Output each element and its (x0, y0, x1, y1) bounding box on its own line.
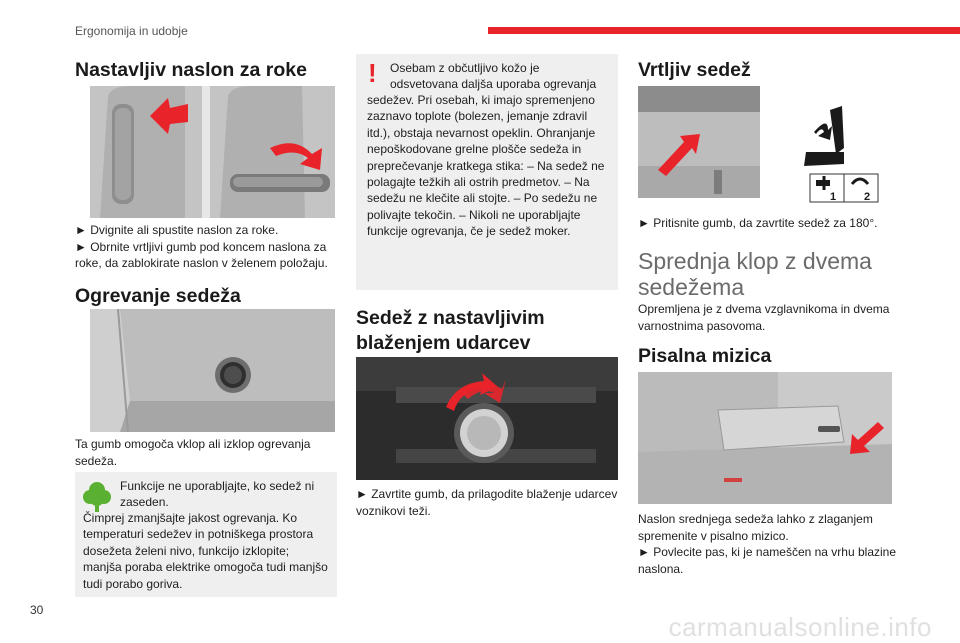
tree-icon (83, 480, 111, 519)
swivel-label-1: 1 (830, 191, 836, 203)
watermark: carmanualsonline.info (668, 612, 932, 642)
eco-note-line-1: Funkcije ne uporabljajte, ko sedež ni (120, 479, 315, 493)
desk-illustration (638, 372, 892, 504)
warning-line-1: Osebam z občutljivo kožo je (390, 61, 540, 75)
damping-knob-illustration (356, 357, 618, 480)
swivel-label-2: 2 (864, 191, 870, 203)
desk-step: ► Povlecite pas, ki je nameščen na vrhu … (638, 545, 897, 576)
warning-text: sedežev. Pri osebah, ki imajo spremenjen… (367, 93, 605, 239)
bench-title: Sprednja klop z dvema sedežema (638, 248, 872, 300)
armrest-step-2: ► Obrnite vrtljivi gumb pod koncem naslo… (75, 239, 328, 271)
armrest-title: Nastavljiv naslon za roke (75, 59, 307, 81)
heating-description: Ta gumb omogoča vklop ali izklop ogrevan… (75, 437, 311, 468)
eco-note-text: Čimprej zmanjšajte jakost ogrevanja. Ko … (83, 511, 328, 591)
damping-step: ► Zavrtite gumb, da prilagodite blaženje… (356, 487, 618, 518)
heating-button-illustration (90, 309, 335, 432)
warning-icon: ! (368, 58, 377, 88)
header-accent-bar (488, 27, 960, 34)
bench-description: Opremljena je z dvema vzglavnikoma in dv… (638, 302, 890, 333)
eco-note-box: Funkcije ne uporabljajte, ko sedež ni za… (75, 472, 337, 597)
swivel-title: Vrtljiv sedež (638, 59, 751, 81)
warning-note-box: ! Osebam z občutljivo kožo je odsvetovan… (356, 54, 618, 290)
desk-title: Pisalna mizica (638, 345, 772, 367)
armrest-illustration (90, 86, 335, 218)
eco-note-line-2: zaseden. (120, 495, 169, 509)
warning-line-2: odsvetovana daljša uporaba ogrevanja (390, 77, 597, 91)
desk-description: Naslon srednjega sedeža lahko z zlaganje… (638, 512, 873, 543)
armrest-step-1: ► Dvignite ali spustite naslon za roke. (75, 223, 279, 237)
page-number: 30 (30, 603, 44, 617)
swivel-step: ► Pritisnite gumb, da zavrtite sedež za … (638, 216, 878, 230)
heating-title: Ogrevanje sedeža (75, 285, 241, 307)
swivel-illustration: 1 2 (638, 86, 883, 206)
damping-title: Sedež z nastavljivim blaženjem udarcev (356, 307, 545, 354)
running-header: Ergonomija in udobje (75, 24, 188, 38)
